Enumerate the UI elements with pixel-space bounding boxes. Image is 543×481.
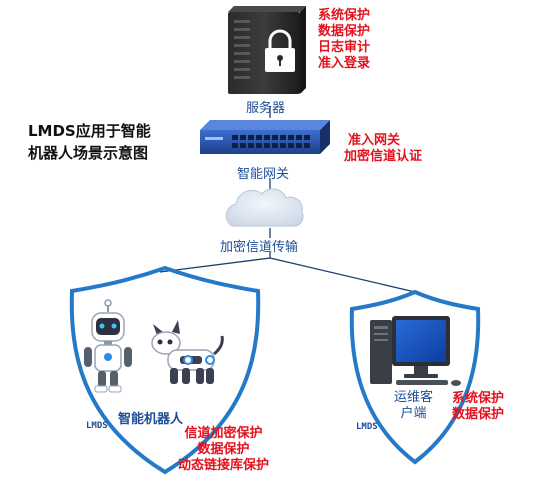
robot-feature: 数据保护 [197,442,250,457]
robot-label: 智能机器人 [118,412,184,427]
robot-dog-icon [151,320,224,384]
lock-icon [265,29,295,72]
robot-feature: 动态链接库保护 [178,458,270,473]
client-feature: 数据保护 [452,407,505,422]
desktop-computer-icon [370,316,461,386]
gateway-label: 智能网关 [237,167,290,182]
shield-icon [69,265,261,475]
network-switch-icon [200,120,330,154]
diagram-title: LMDS应用于智能 机器人场景示意图 [28,120,151,164]
robot-feature-list: 信道加密保护 数据保护 动态链接库保护 [178,426,269,474]
diagram-title-line: LMDS应用于智能 [28,122,151,140]
client-label-line: 户端 [400,406,427,421]
client-shield-label: LMDS [356,422,378,432]
connection-lines [159,106,416,293]
gateway-feature: 加密信道认证 [344,149,423,164]
channel-label: 加密信道传输 [220,240,299,255]
client-feature-list: 系统保护 数据保护 [452,391,504,423]
cloud-icon [225,188,304,227]
server-feature: 系统保护 [318,8,371,23]
server-feature: 日志审计 [318,40,371,55]
robot-shield-label: LMDS [86,421,108,431]
server-feature: 准入登录 [318,56,371,71]
diagram-title-line: 机器人场景示意图 [28,144,149,162]
client-label-line: 运维客 [394,390,434,405]
server-label: 服务器 [246,101,286,116]
server-feature-list: 系统保护 数据保护 日志审计 准入登录 [318,8,370,72]
robot-feature: 信道加密保护 [184,426,263,441]
shield-icon [349,289,481,465]
robot-icon [84,299,132,393]
gateway-feature-list: 准入网关 加密信道认证 [344,133,422,165]
client-label: 运维客 户端 [394,390,433,422]
server-feature: 数据保护 [318,24,371,39]
gateway-feature: 准入网关 [348,133,401,148]
client-feature: 系统保护 [452,391,505,406]
